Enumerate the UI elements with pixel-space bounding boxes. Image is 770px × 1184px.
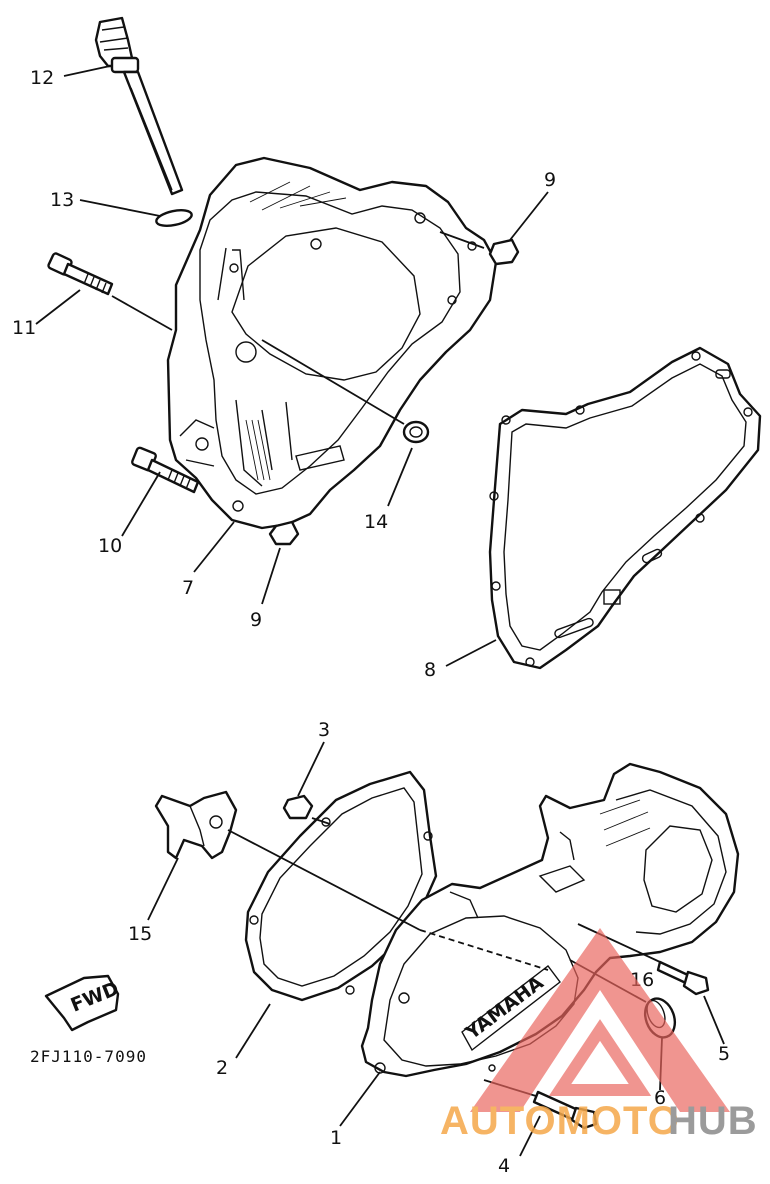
- callout-8: 8: [424, 659, 436, 681]
- bolt-part-10: [131, 446, 200, 494]
- callout-11: 11: [12, 317, 36, 339]
- bolt-part-5: [656, 960, 710, 996]
- callout-9-upper: 9: [544, 169, 556, 191]
- bracket-part-15: [154, 790, 238, 860]
- watermark-triangle-logo: [470, 928, 730, 1112]
- callout-15: 15: [128, 923, 152, 945]
- dowel-part-3: [282, 794, 314, 820]
- diagram-code: 2FJ110-7090: [30, 1047, 147, 1066]
- crankcase-cover-part-7: [166, 156, 498, 530]
- watermark-text-automoto: AUTOMOTO: [440, 1099, 680, 1143]
- bolt-part-4: [532, 1090, 598, 1130]
- o-ring-part-13: [155, 208, 193, 228]
- callout-12: 12: [30, 67, 54, 89]
- callout-6: 6: [654, 1087, 666, 1109]
- dowel-pin-part-9-lower: [268, 520, 300, 546]
- callout-7: 7: [182, 577, 194, 599]
- callout-labels: 12 13 11 9 14 10 7 9 8 3 15 16 5 2 6 1 4…: [12, 67, 730, 1177]
- callout-14: 14: [364, 511, 388, 533]
- dowel-pin-part-9-upper: [488, 238, 520, 266]
- bolt-part-11: [47, 252, 114, 296]
- callout-3: 3: [318, 719, 330, 741]
- callout-10: 10: [98, 535, 122, 557]
- callout-13: 13: [50, 189, 74, 211]
- callout-5: 5: [718, 1043, 730, 1065]
- callout-4: 4: [498, 1155, 510, 1177]
- gasket-part-8: [488, 346, 762, 670]
- dipstick-part-12: [94, 16, 184, 196]
- callout-2: 2: [216, 1057, 228, 1079]
- watermark-text-hub: HUB: [668, 1099, 758, 1143]
- fwd-arrow: FWD: [44, 974, 122, 1032]
- callout-9-lower: 9: [250, 609, 262, 631]
- gasket-part-2: [244, 770, 438, 1002]
- oil-seal-part-14: [402, 420, 430, 444]
- automotohub-watermark: AUTOMOTO HUB: [440, 928, 758, 1143]
- callout-1: 1: [330, 1127, 342, 1149]
